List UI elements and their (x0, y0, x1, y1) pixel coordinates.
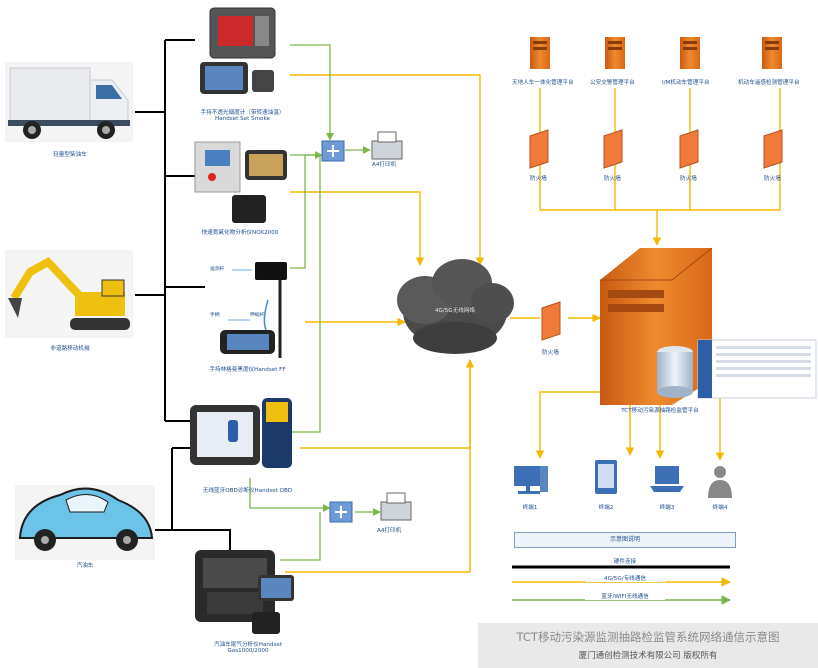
platform-label-2: 公安交警管理平台 (590, 80, 635, 86)
footer-title: TCT移动污染源监测抽路检监管系统网络通信示意图 (516, 630, 780, 644)
smoke-meter-image (200, 7, 276, 94)
legend-title: 示意图说明 (514, 532, 736, 548)
car-image (15, 485, 155, 560)
firewall-icon (541, 301, 561, 341)
firewall-label-2: 防火墙 (604, 176, 621, 182)
terminal-tablet-icon (595, 460, 617, 494)
terminal-laptop-icon (650, 466, 684, 492)
terminal-label-4: 终端4 (712, 505, 728, 511)
legend-wired-label: 硬件连接 (585, 559, 665, 566)
wireless-router-icon (321, 140, 345, 162)
car-label: 汽油车 (76, 563, 94, 569)
firewall-icon (679, 129, 699, 169)
terminal-label-2: 终端2 (598, 505, 614, 511)
nox-analyzer-label: 快速氮氧化物分析仪NOX2000 (201, 230, 279, 236)
obd-label: 无线蓝牙OBD诊断仪Handset OBD (202, 488, 293, 494)
light-truck-image (5, 62, 133, 142)
tag-extension-rod: 伸缩杆 (250, 313, 265, 318)
platform-servers (530, 37, 782, 69)
terminal-desktop-icon (514, 466, 548, 494)
platform-label-4: 机动车遥感检测管理平台 (738, 80, 800, 86)
platform-label-1: 天地人车一体化管理平台 (512, 80, 574, 86)
printer-label-bottom: A4打印机 (377, 528, 402, 534)
terminal-label-1: 终端1 (522, 505, 538, 511)
firewall-label-1: 防火墙 (530, 176, 547, 182)
firewall-icon (603, 129, 623, 169)
excavator-image (5, 250, 133, 338)
nox-analyzer-image (194, 141, 287, 223)
gas-analyzer-label: 汽油车尾气分析仪Handset Gas1000/2000 (213, 642, 283, 655)
footer: TCT移动污染源监测抽路检监管系统网络通信示意图 厦门通创检测技术有限公司 版权… (478, 623, 818, 668)
firewall-main-label: 防火墙 (542, 350, 559, 356)
terminal-user-icon (708, 466, 732, 498)
main-server-icon (600, 247, 817, 405)
tag-handle: 手柄 (210, 313, 220, 318)
firewalls (529, 129, 783, 341)
platform-label-3: I/M机动车管理平台 (662, 80, 710, 86)
obd-image (190, 398, 292, 468)
terminal-label-3: 终端3 (659, 505, 675, 511)
ringelmann-image (220, 262, 287, 358)
cloud-icon (397, 259, 514, 354)
platform-server-icon (680, 37, 700, 69)
firewall-icon (529, 129, 549, 169)
cloud-label: 4G/5G无线网络 (434, 308, 476, 314)
printer-icon (371, 131, 403, 160)
printer-icon (380, 492, 412, 521)
legend-mobile-label: 4G/5G/专线通信 (585, 576, 665, 583)
gas-analyzer-image (195, 550, 294, 634)
legend-wireless-label: 蓝牙/WIFI无线通信 (585, 594, 665, 601)
firewall-icon (763, 129, 783, 169)
light-truck-label: 轻量型柴油车 (53, 152, 87, 158)
tag-telemetry-rod: 遥测杆 (210, 267, 225, 272)
printer-label-top: A4打印机 (372, 162, 397, 168)
firewall-label-3: 防火墙 (680, 176, 697, 182)
wireless-connections (249, 44, 381, 561)
excavator-label: 非道路移动机械 (50, 346, 90, 352)
platform-server-icon (530, 37, 550, 69)
footer-company: 厦门通创检测技术有限公司 版权所有 (578, 651, 718, 661)
main-server-label: TCT移动污染源抽路检监管平台 (621, 408, 699, 414)
platform-server-icon (605, 37, 625, 69)
firewall-label-4: 防火墙 (764, 176, 781, 182)
ringelmann-label: 手持林格曼黑度仪Handset FF (209, 367, 286, 373)
wireless-router-icon (329, 501, 353, 523)
smoke-meter-label: 手持不透光烟度计（带转速油温）Handset Set Smoke (200, 110, 285, 123)
platform-server-icon (762, 37, 782, 69)
